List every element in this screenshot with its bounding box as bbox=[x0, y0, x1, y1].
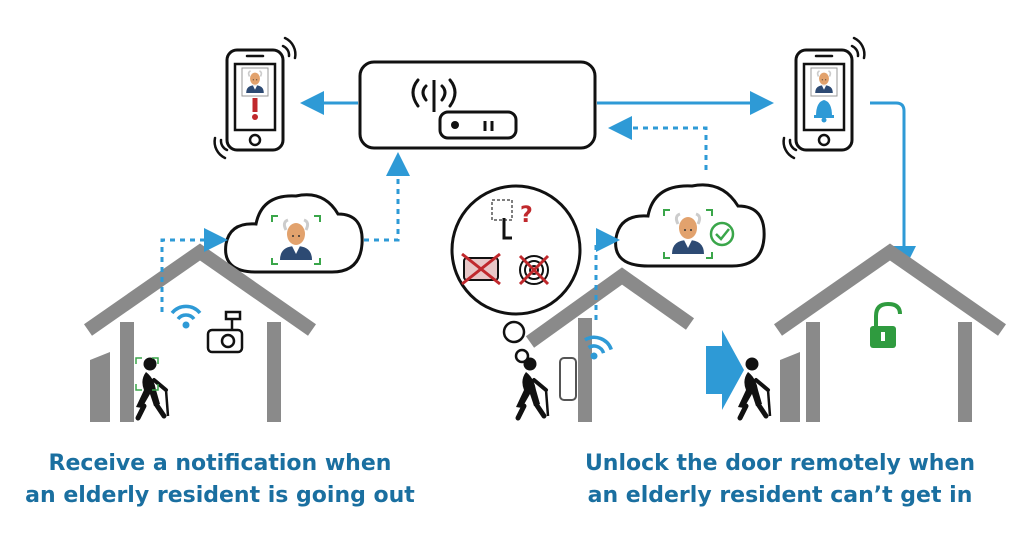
caption-left-line2: an elderly resident is going out bbox=[25, 483, 415, 508]
arrow-cloud-to-gateway-right bbox=[608, 116, 708, 170]
thought-bubble-icon: ? bbox=[450, 184, 582, 364]
arrow-cloud-to-gateway bbox=[364, 152, 410, 242]
smartphone-alert-icon bbox=[225, 48, 285, 152]
cloud-face-verified-icon bbox=[614, 183, 766, 268]
caption-left-line1: Receive a notification when bbox=[48, 451, 392, 476]
svg-text:?: ? bbox=[520, 203, 533, 228]
check-icon bbox=[709, 221, 735, 247]
security-camera-icon bbox=[206, 310, 244, 354]
unlocked-padlock-icon bbox=[870, 301, 902, 348]
keypad-question-icon: ? bbox=[491, 199, 533, 240]
card-crossed-icon bbox=[461, 252, 501, 286]
smartphone-bell-icon bbox=[794, 48, 854, 152]
wifi-signal-icon bbox=[170, 304, 202, 329]
fingerprint-crossed-icon bbox=[518, 254, 550, 286]
house-middle bbox=[516, 267, 695, 422]
arrow-house-to-cloud-right bbox=[594, 228, 620, 320]
caption-right: Unlock the door remotely when an elderly… bbox=[580, 448, 980, 512]
caption-right-line1: Unlock the door remotely when bbox=[584, 451, 976, 476]
wifi-signal-icon bbox=[584, 335, 613, 360]
arrow-house-to-cloud-left bbox=[160, 228, 228, 312]
caption-right-line2: an elderly resident can’t get in bbox=[587, 483, 973, 508]
caption-left: Receive a notification when an elderly r… bbox=[20, 448, 420, 512]
transition-arrow-icon bbox=[706, 330, 744, 410]
house-right bbox=[738, 243, 1007, 422]
arrow-right-phone-to-house bbox=[870, 101, 916, 270]
cloud-face-recognition-icon bbox=[224, 193, 364, 274]
gateway-box bbox=[358, 60, 597, 150]
house-left bbox=[83, 243, 317, 422]
wifi-router-icon bbox=[411, 78, 518, 140]
